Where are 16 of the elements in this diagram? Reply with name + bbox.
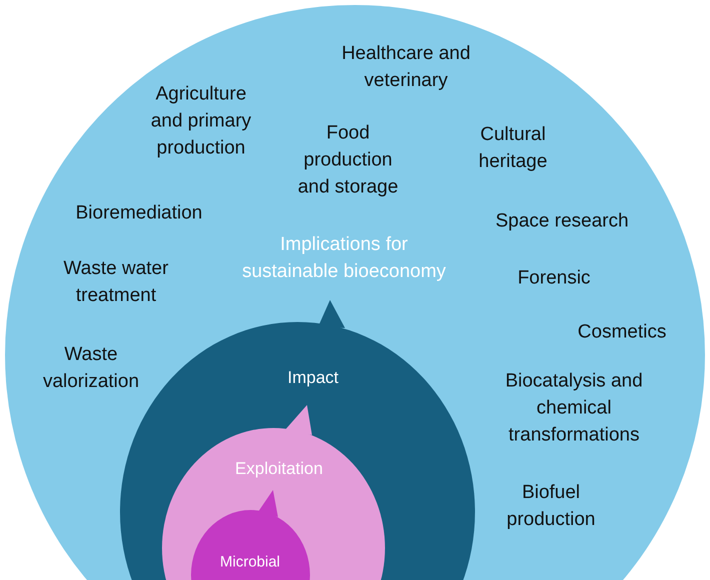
application-label: Bioremediation <box>76 202 202 226</box>
bubble-label: Implications for sustainable bioeconomy <box>241 233 447 284</box>
application-label: Waste water treatment <box>62 257 170 308</box>
bubble-label: Exploitation <box>235 459 323 479</box>
application-label: Healthcare and veterinary <box>340 42 472 93</box>
application-label: Space research <box>495 210 629 234</box>
bubble-label: Impact <box>287 368 339 388</box>
application-label: Waste valorization <box>42 343 140 394</box>
application-label: Food production and storage <box>296 122 400 200</box>
application-label: Cultural heritage <box>478 123 548 174</box>
bubble-label: Microbial <box>220 554 280 570</box>
application-label: Biofuel production <box>506 481 596 532</box>
application-label: Cosmetics <box>578 320 666 344</box>
application-label: Forensic <box>518 266 590 290</box>
application-label: Biocatalysis and chemical transformations <box>504 370 644 448</box>
application-label: Agriculture and primary production <box>150 82 252 160</box>
